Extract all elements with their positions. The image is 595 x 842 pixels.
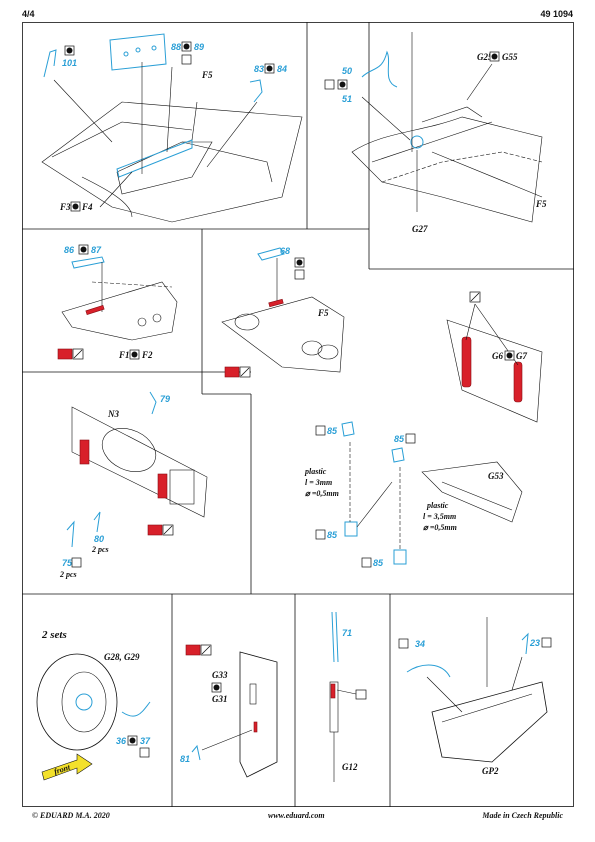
sheet-frame [22, 22, 574, 807]
panel-10: 34 23 GP2 [398, 617, 552, 776]
panel-2: 50 51 G25 G55 G27 F5 [324, 32, 547, 234]
panel-5: N3 79 80 2 pcs 75 2 pcs [59, 391, 208, 579]
part-ref: G7 [516, 351, 527, 361]
quantity-note: 2 pcs [91, 545, 109, 554]
part-label: 89 [194, 42, 204, 52]
sets-note: 2 sets [41, 629, 67, 641]
part-label: 86 [64, 245, 75, 255]
part-label: 85 [394, 434, 405, 444]
part-label: 88 [171, 42, 181, 52]
sheet-drawing: 101 88 89 83 84 F5 F3 F4 50 51 G25 G55 G… [22, 22, 574, 807]
part-label: 81 [180, 754, 190, 764]
plastic-note: ⌀ =0,5mm [305, 489, 339, 498]
instruction-sheet: 101 88 89 83 84 F5 F3 F4 50 51 G25 G55 G… [22, 22, 574, 807]
part-ref: G6 [492, 351, 503, 361]
page-number: 4/4 [22, 9, 35, 19]
part-label: 36 [116, 736, 127, 746]
part-ref: G55 [502, 52, 518, 62]
part-label: 85 [327, 530, 338, 540]
part-ref: F5 [535, 199, 547, 209]
part-label: 85 [373, 558, 384, 568]
part-label: 23 [529, 638, 540, 648]
part-ref: G25 [477, 52, 493, 62]
panel-3: 86 87 F1 F2 [57, 244, 178, 360]
part-ref: GP2 [482, 766, 499, 776]
part-ref: G28, G29 [104, 652, 140, 662]
plastic-note: plastic [304, 467, 327, 476]
part-ref: N3 [107, 409, 119, 419]
plastic-note: plastic [426, 501, 449, 510]
website[interactable]: www.eduard.com [268, 811, 325, 820]
part-label: 50 [342, 66, 352, 76]
plastic-note: l = 3,5mm [423, 512, 456, 521]
part-label: 101 [62, 58, 77, 68]
part-label: 79 [160, 394, 170, 404]
part-label: 37 [140, 736, 151, 746]
part-label: 68 [280, 246, 290, 256]
part-ref: F5 [201, 70, 213, 80]
part-ref: G12 [342, 762, 358, 772]
part-ref: F2 [141, 350, 153, 360]
part-label: 84 [277, 64, 287, 74]
panel-4: 68 F5 [221, 246, 345, 378]
plastic-note: ⌀ =0,5mm [423, 523, 457, 532]
panel-1: 101 88 89 83 84 F5 F3 F4 [41, 33, 303, 223]
part-label: 80 [94, 534, 104, 544]
origin: Made in Czech Republic [482, 811, 563, 820]
part-ref: G33 [212, 670, 228, 680]
part-ref: F3 [59, 202, 71, 212]
plastic-note: l = 3mm [305, 478, 332, 487]
copyright: © EDUARD M.A. 2020 [32, 811, 110, 820]
part-ref: G53 [488, 471, 504, 481]
part-label: 87 [91, 245, 102, 255]
part-label: 75 [62, 558, 73, 568]
kit-number: 49 1094 [540, 9, 573, 19]
part-ref: F1 [118, 350, 130, 360]
part-ref: F4 [81, 202, 93, 212]
part-ref: G27 [412, 224, 428, 234]
part-ref: G31 [212, 694, 228, 704]
panel-9: 71 G12 [329, 611, 367, 782]
part-label: 85 [327, 426, 338, 436]
part-label: 71 [342, 628, 352, 638]
part-label: 34 [415, 639, 425, 649]
part-ref: F5 [317, 308, 329, 318]
panel-6: G6 G7 G53 85 85 85 85 plastic l = 3mm ⌀ … [304, 291, 543, 568]
part-label: 51 [342, 94, 352, 104]
part-label: 83 [254, 64, 264, 74]
panel-7: 2 sets front G28, G29 36 37 [36, 629, 151, 781]
quantity-note: 2 pcs [59, 570, 77, 579]
panel-8: G33 G31 81 [180, 644, 278, 778]
